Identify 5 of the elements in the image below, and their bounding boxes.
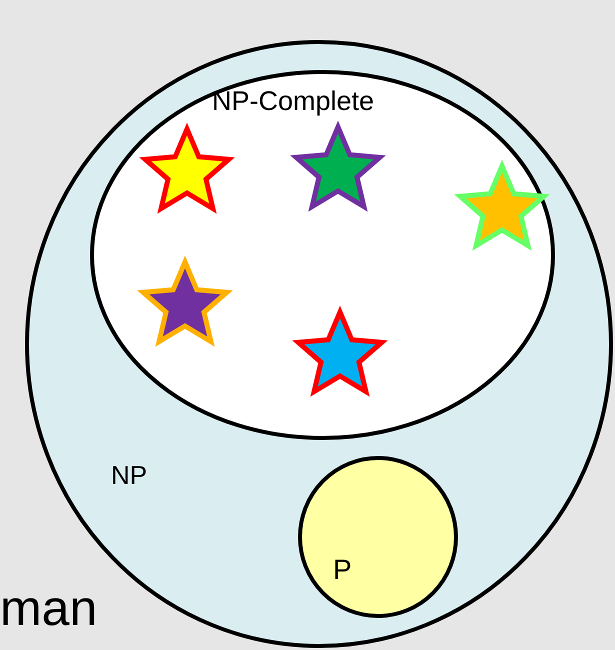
region-label: NP (111, 460, 148, 491)
ellipse-region (298, 456, 458, 618)
caption-text: man (0, 583, 98, 633)
region-label: NP-Complete (212, 86, 374, 117)
region-label: P (333, 554, 352, 586)
